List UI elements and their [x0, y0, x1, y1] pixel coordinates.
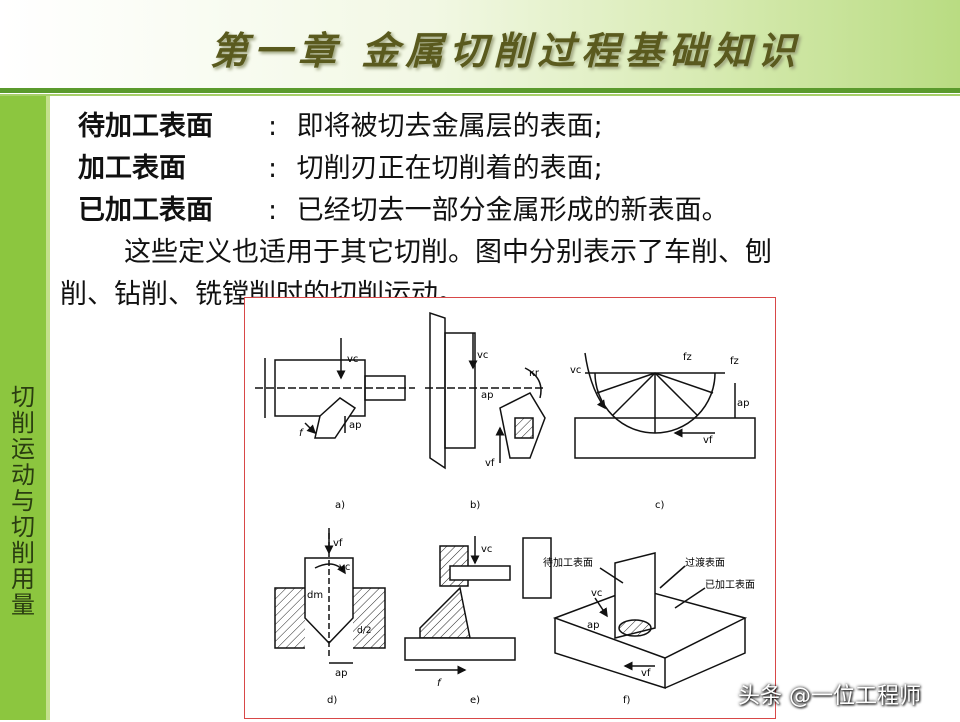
- caption-d: d): [327, 695, 337, 706]
- label-vf: vf: [703, 435, 713, 446]
- label-vc: vc: [347, 354, 358, 365]
- diagram-surfaces: [552, 552, 748, 690]
- label-f: f: [437, 678, 442, 689]
- figure-diagrams: vc f ap a) vc ap κr vf b): [255, 311, 756, 706]
- definition-row: 加工表面: 切削刃正在切削着的表面;: [60, 148, 940, 190]
- caption-a: a): [335, 500, 345, 511]
- definition-text: 切削刃正在切削着的表面;: [296, 153, 603, 184]
- sidebar-edge: [46, 96, 50, 720]
- definition-term: 已加工表面: [78, 195, 213, 226]
- caption-e: e): [470, 695, 480, 706]
- diagram-facing: [425, 311, 546, 470]
- definition-row: 已加工表面: 已经切去一部分金属形成的新表面。: [60, 190, 940, 232]
- definition-colon: :: [268, 195, 278, 226]
- diagram-turning: [255, 338, 415, 439]
- label-fz: fz: [730, 356, 739, 367]
- definition-row: 待加工表面: 即将被切去金属层的表面;: [60, 106, 940, 148]
- caption-b: b): [470, 500, 480, 511]
- cutting-motion-figure: vc f ap a) vc ap κr vf b): [244, 297, 776, 719]
- page-title: 第一章 金属切削过程基础知识: [210, 28, 802, 73]
- header-divider: [0, 88, 960, 93]
- diagram-planing: [404, 536, 552, 675]
- definition-text: 已经切去一部分金属形成的新表面。: [296, 195, 729, 226]
- paragraph-line-1: 这些定义也适用于其它切削。图中分别表示了车削、刨: [124, 237, 772, 268]
- label-guodu: 过渡表面: [685, 556, 725, 569]
- caption-c: c): [655, 500, 664, 511]
- label-vc: vc: [481, 544, 492, 555]
- diagram-drilling: [274, 528, 386, 664]
- label-f: f: [299, 428, 304, 439]
- label-ap: ap: [737, 398, 749, 409]
- label-ap: ap: [349, 420, 361, 431]
- label-vc: vc: [591, 588, 602, 599]
- definition-colon: :: [268, 111, 278, 142]
- header-banner: 第一章 金属切削过程基础知识: [0, 0, 960, 88]
- definition-term: 待加工表面: [78, 111, 213, 142]
- sidebar-label: 切削运动与切削用量: [11, 383, 35, 619]
- definition-term: 加工表面: [78, 153, 186, 184]
- content-text: 待加工表面: 即将被切去金属层的表面; 加工表面: 切削刃正在切削着的表面; 已…: [60, 106, 940, 316]
- label-ap: ap: [587, 620, 599, 631]
- label-d2: d/2: [357, 626, 371, 636]
- label-vc: vc: [570, 365, 581, 376]
- label-dm: dm: [307, 590, 323, 601]
- label-kr: κr: [529, 368, 540, 379]
- header-divider-light: [0, 94, 960, 96]
- watermark-text: 头条 @一位工程师: [738, 684, 921, 709]
- label-yijiagong: 已加工表面: [705, 578, 755, 591]
- label-vf: vf: [641, 668, 651, 679]
- label-vf: vf: [485, 458, 495, 469]
- definition-colon: :: [268, 153, 278, 184]
- label-vc: vc: [477, 350, 488, 361]
- sidebar: 切削运动与切削用量: [0, 96, 46, 720]
- label-vf: vf: [333, 538, 343, 549]
- caption-f: f): [623, 695, 631, 706]
- diagram-milling: [574, 352, 756, 459]
- label-daijiagong: 待加工表面: [543, 556, 593, 569]
- definition-text: 即将被切去金属层的表面;: [296, 111, 603, 142]
- label-ap: ap: [481, 390, 493, 401]
- label-fz: fz: [683, 352, 692, 363]
- label-vc: vc: [339, 562, 350, 573]
- label-ap: ap: [335, 668, 347, 679]
